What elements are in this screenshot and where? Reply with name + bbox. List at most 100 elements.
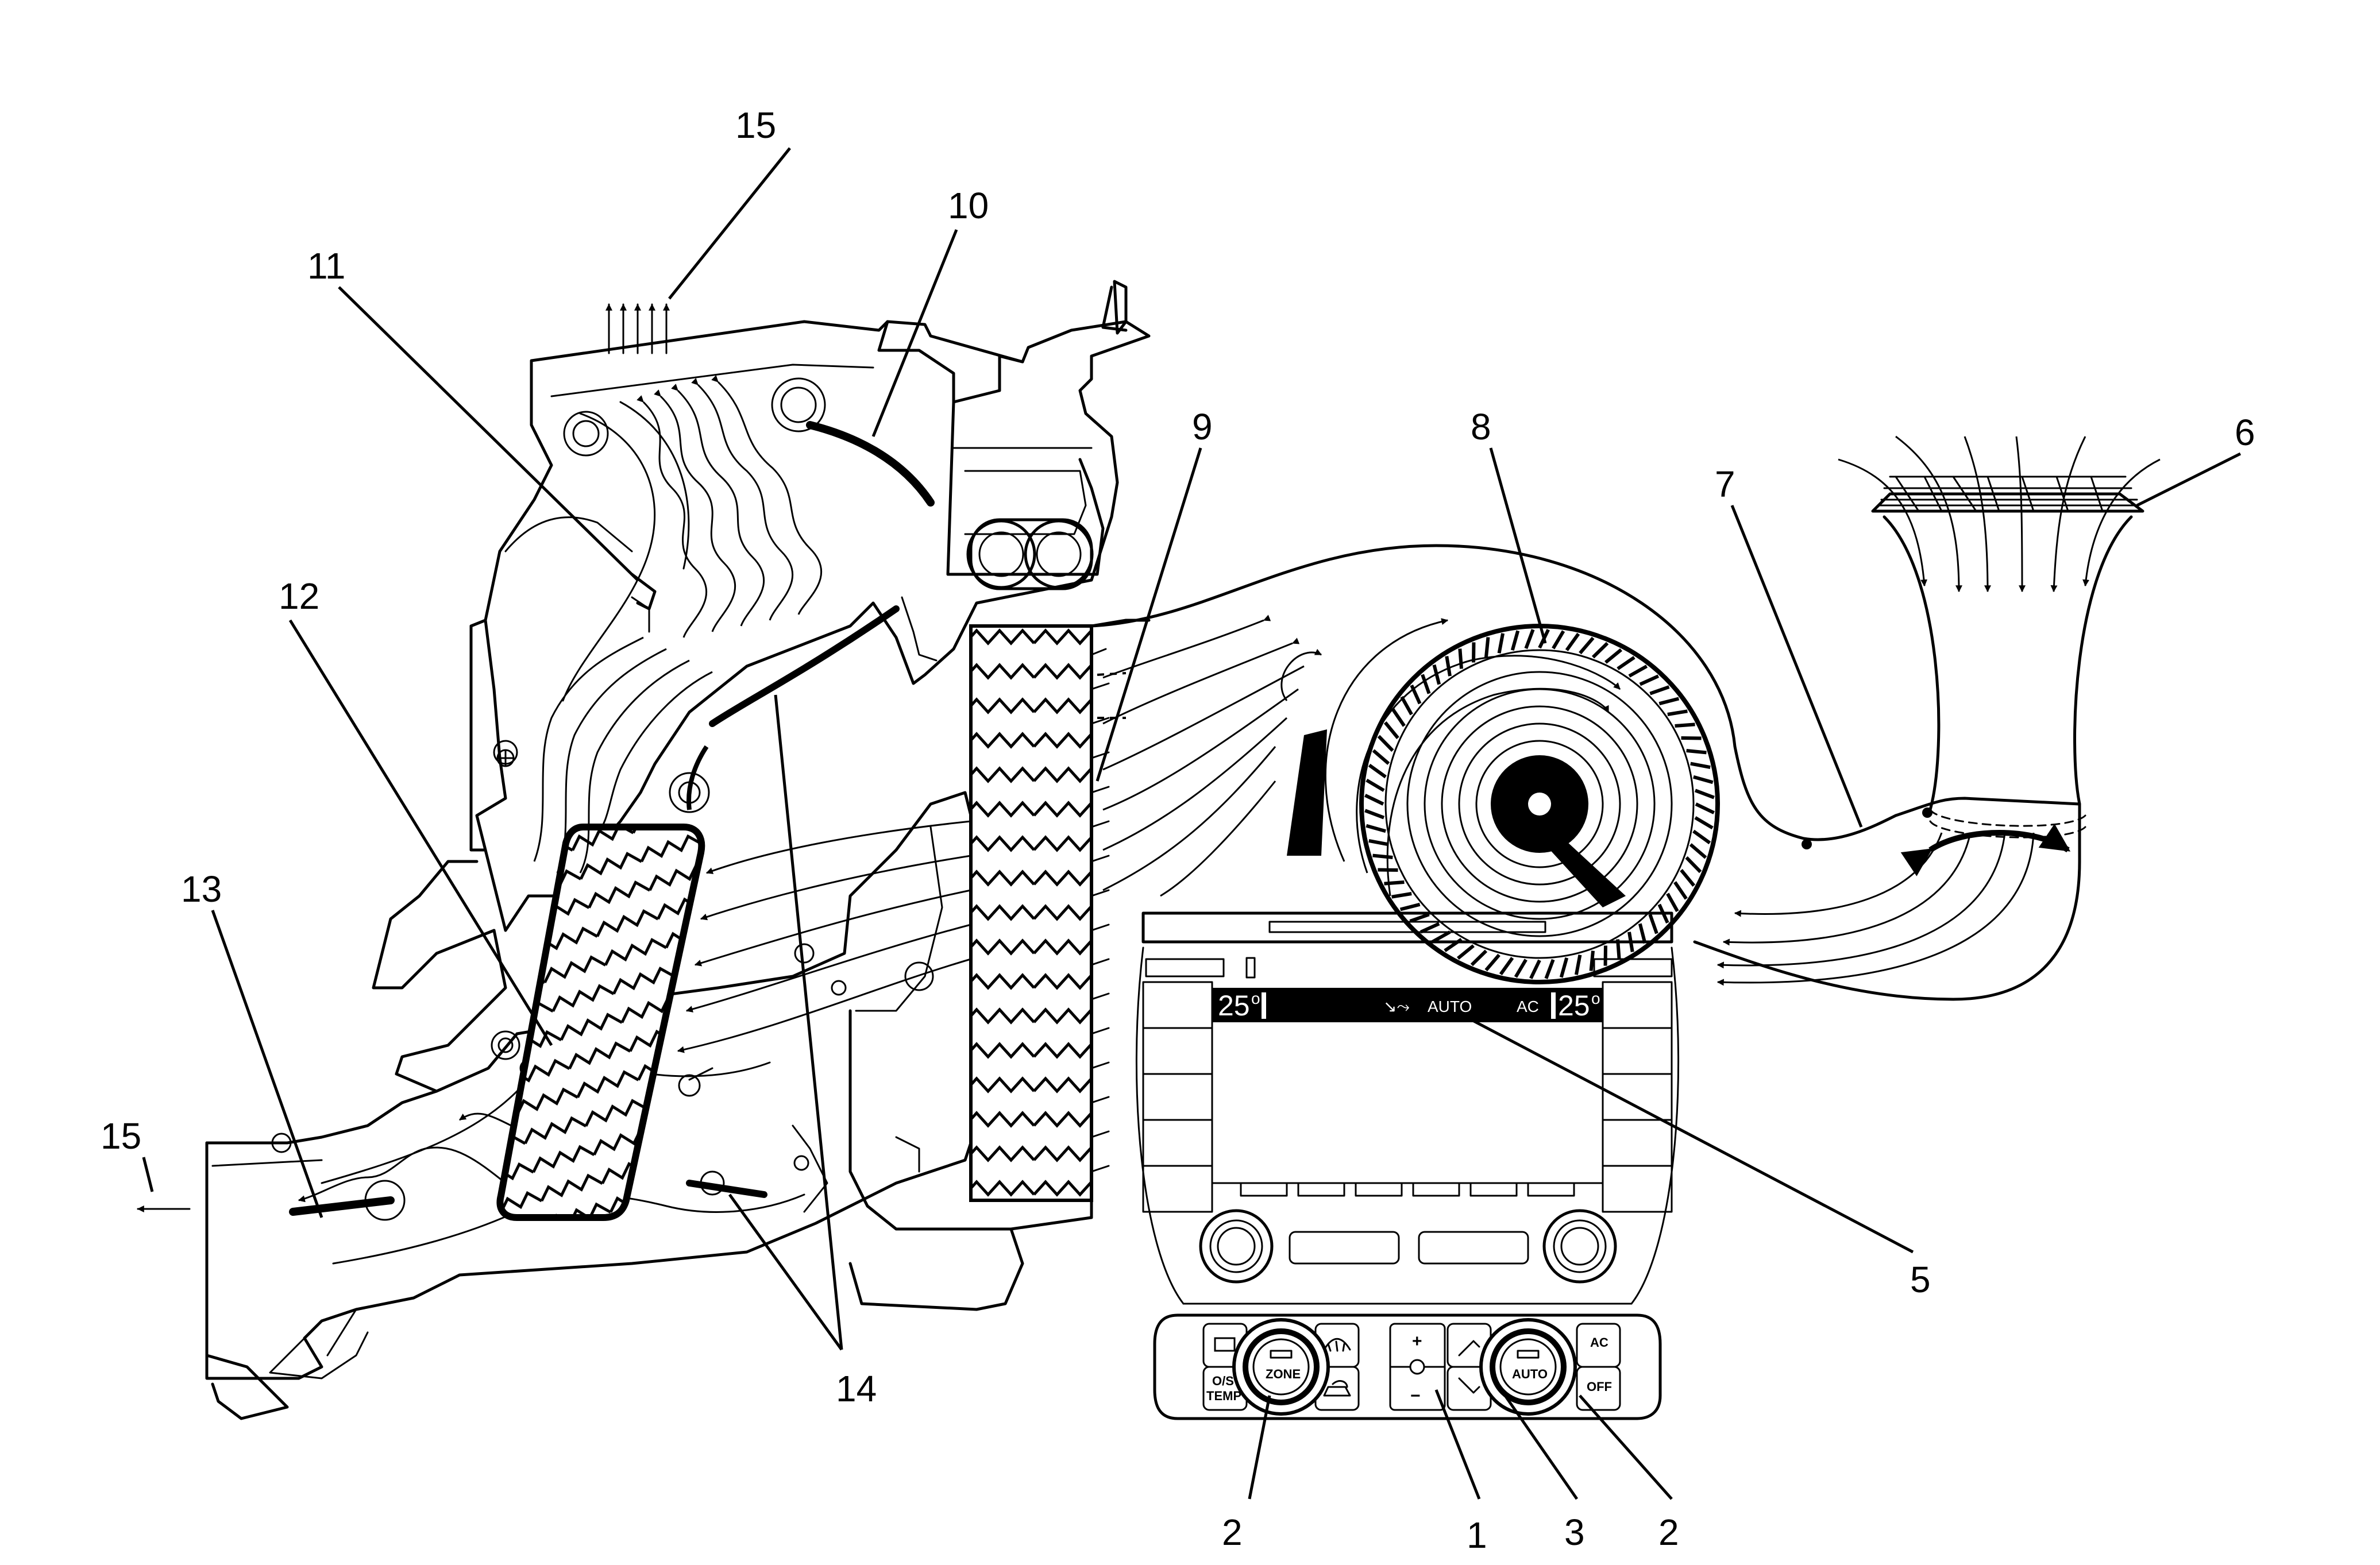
callout-5: 5 [1910,1259,1931,1300]
front-defrost-icon [1323,1338,1351,1352]
fan-blade [1617,656,1635,670]
fan-blade [1421,674,1431,694]
ac-indicator: AC [1517,998,1539,1015]
fan-blade [1559,957,1569,978]
callout-14: 14 [836,1368,877,1409]
airflow-lines-lower [298,820,971,1203]
fan-blade [1694,816,1714,830]
fan-blade [1604,648,1622,664]
fan-blade [1384,880,1405,886]
fan-blade [1391,892,1412,899]
callout-3: 3 [1564,1512,1585,1553]
air-mix-doors-14 [686,605,900,1198]
callout-1: 1 [1467,1514,1487,1556]
fan-blade [1484,953,1500,972]
fan-blade [1638,923,1647,944]
callout-15-floor: 15 [101,1115,141,1157]
recirculation-icon [1323,1380,1351,1397]
auto-indicator: AUTO [1428,998,1472,1015]
fan-blade [1383,721,1399,739]
fan-blade [1544,959,1555,979]
fan-decrease-button[interactable]: − [1410,1386,1421,1405]
fan-blade [1529,959,1541,979]
fan-blade [1666,892,1679,913]
off-button[interactable] [1576,1366,1621,1411]
callout-2-left: 2 [1222,1512,1243,1553]
callout-numbers: 15 10 11 9 8 7 6 12 13 15 14 5 2 1 3 2 [101,105,2255,1556]
fan-blade [1364,794,1384,806]
fan-increase-button[interactable]: + [1412,1332,1422,1351]
fan-blade [1377,735,1394,752]
airflow-mode-icon: ↘⤳ [1383,998,1410,1015]
fan-blade [1675,722,1695,728]
callout-15-defrost: 15 [735,105,776,146]
fan-blade [1639,674,1660,686]
fan-blade [1591,642,1609,659]
fan-blade [1673,881,1688,900]
temperature-door-10 [806,421,935,507]
callout-7: 7 [1715,463,1735,505]
fan-blade [1510,630,1520,651]
fan-blade [1649,685,1670,695]
fan-blade [1689,843,1707,859]
fan-blade [1497,633,1505,654]
os-temp-label-2: TEMP [1206,1389,1241,1403]
ac-button-label: AC [1590,1335,1608,1350]
fan-blade [1391,708,1406,727]
fan-blade [1574,955,1582,975]
fan-blade [1400,695,1413,716]
floor-mode-icon [1458,1377,1480,1394]
control-head [1135,911,1680,1420]
fan-blade [1457,944,1475,960]
climate-display: 25 o ↘⤳ AUTO AC 25 o [1212,988,1603,1022]
hvac-control-panel: O/S TEMP ZONE + − AUTO AC OFF [1202,1318,1621,1416]
evaporator-core [969,624,1110,1202]
fan-blade [1368,838,1389,847]
right-temp-readout: 25 [1558,990,1590,1022]
fan-blade [1419,922,1440,934]
fan-blade [1372,749,1390,765]
zone-label: ZONE [1266,1367,1301,1381]
leader-lines [142,147,2242,1500]
fan-blade [1552,630,1565,650]
auto-button-label: AUTO [1512,1367,1548,1381]
fan-blade [1579,636,1595,655]
fan-blade [1372,853,1393,860]
mode-door-11 [630,573,657,610]
fan-blade [1499,957,1514,976]
fan-blade [1658,697,1680,706]
fan-blade [1565,632,1580,651]
fan-blade [1680,869,1696,887]
left-temp-degree: o [1251,990,1260,1007]
rear-defog-icon [1214,1337,1236,1352]
fan-blade [1667,709,1688,716]
fan-blade [1431,930,1451,944]
fan-blade [1628,664,1648,678]
fan-blade [1692,829,1711,845]
fan-blade [1364,809,1385,820]
air-inlet-duct [1693,435,2161,1001]
fan-blade [1484,637,1490,658]
fan-blade [1445,656,1452,677]
off-button-label: OFF [1587,1379,1612,1394]
fan-blade [1458,648,1463,669]
airflow-lines-upper [533,375,823,874]
fan-blade [1690,762,1711,770]
right-temp-degree: o [1591,990,1600,1007]
fan-blade [1399,902,1421,911]
floor-door-13 [289,1196,395,1216]
blower-assembly [1090,544,1897,984]
fan-blade [1470,949,1488,967]
callout-10: 10 [948,185,989,226]
fan-blade [1365,778,1385,792]
callout-2-right: 2 [1658,1512,1679,1553]
fan-blade [1694,789,1715,799]
callout-13: 13 [181,868,222,910]
callout-12: 12 [279,575,319,617]
fan-blade [1686,748,1707,755]
vent-mode-icon [1458,1340,1480,1357]
callout-9: 9 [1192,406,1213,447]
callout-8: 8 [1471,406,1491,447]
actuator-housing [877,280,1128,662]
